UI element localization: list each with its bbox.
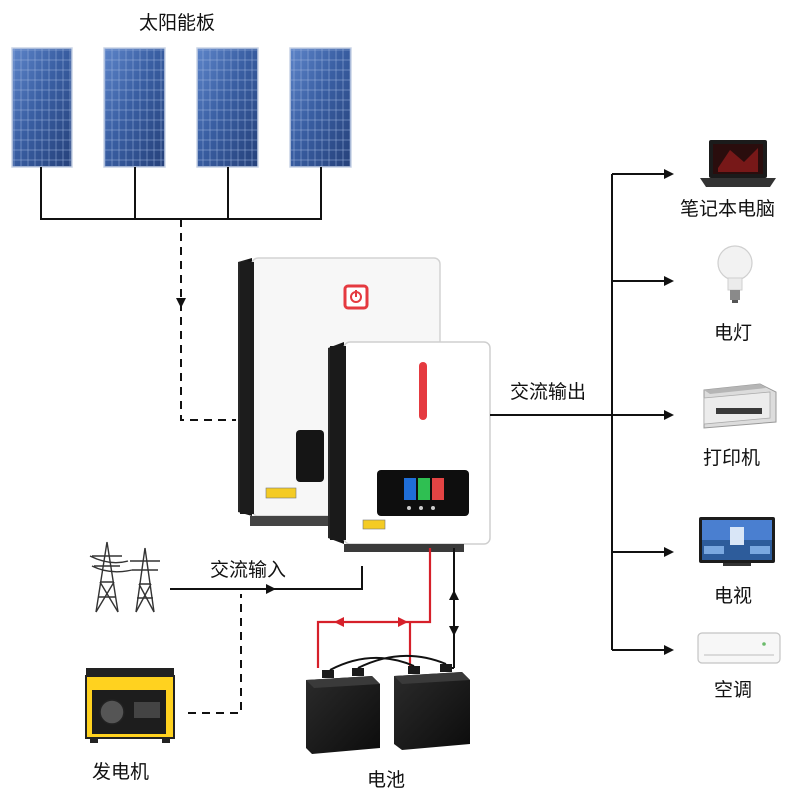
arrow-right-icon: [664, 169, 674, 179]
battery-icon: [394, 664, 470, 750]
air-conditioner-icon: [697, 632, 781, 664]
solar-panel-label: 太阳能板: [139, 12, 216, 34]
arrow-left-icon: [334, 617, 344, 627]
generator-icon: [85, 668, 175, 743]
battery-arrows: [334, 617, 408, 627]
solar-panel-icon: [11, 47, 73, 168]
arrow-right-icon: [266, 584, 276, 594]
television-icon: [699, 517, 775, 566]
arrow-right-icon: [398, 617, 408, 627]
laptop-label: 笔记本电脑: [680, 198, 776, 220]
solar-panels: [11, 47, 352, 168]
battery-link-wire: [357, 655, 447, 669]
printer-icon: [703, 383, 777, 429]
inverter-icon: [328, 341, 491, 552]
solar-wiring: [40, 167, 322, 220]
arrow-right-icon: [664, 276, 674, 286]
generator-line: [188, 594, 242, 714]
arrow-right-icon: [664, 410, 674, 420]
generator-label: 发电机: [92, 761, 150, 783]
bidirectional-arrows: [449, 590, 459, 636]
battery-label: 电池: [367, 769, 406, 791]
arrow-up-icon: [449, 590, 459, 600]
solar-panel-icon: [196, 47, 259, 168]
battery-wiring: [316, 548, 432, 668]
lamp-label: 电灯: [714, 322, 753, 344]
power-tower-icon: [89, 541, 160, 613]
output-arrows: [664, 169, 674, 655]
arrow-right-icon: [664, 645, 674, 655]
arrow-right-icon: [664, 547, 674, 557]
ac-input-line: [170, 566, 363, 590]
laptop-icon: [700, 140, 776, 187]
ac-output-lines: [490, 173, 666, 651]
solar-panel-icon: [289, 47, 352, 168]
tv-label: 电视: [714, 585, 753, 607]
arrow-down-icon: [176, 298, 186, 308]
arrow-down-icon: [449, 626, 459, 636]
battery-return-line: [440, 548, 455, 669]
light-bulb-icon: [717, 245, 753, 303]
battery-icon: [306, 668, 380, 754]
printer-label: 打印机: [703, 447, 761, 469]
solar-panel-icon: [103, 47, 166, 168]
ac-output-label: 交流输出: [510, 381, 587, 403]
battery-link-wire: [329, 657, 415, 671]
aircon-label: 空调: [714, 679, 753, 701]
ac-input-label: 交流输入: [210, 559, 287, 581]
solar-to-inverter-line: [180, 219, 236, 421]
